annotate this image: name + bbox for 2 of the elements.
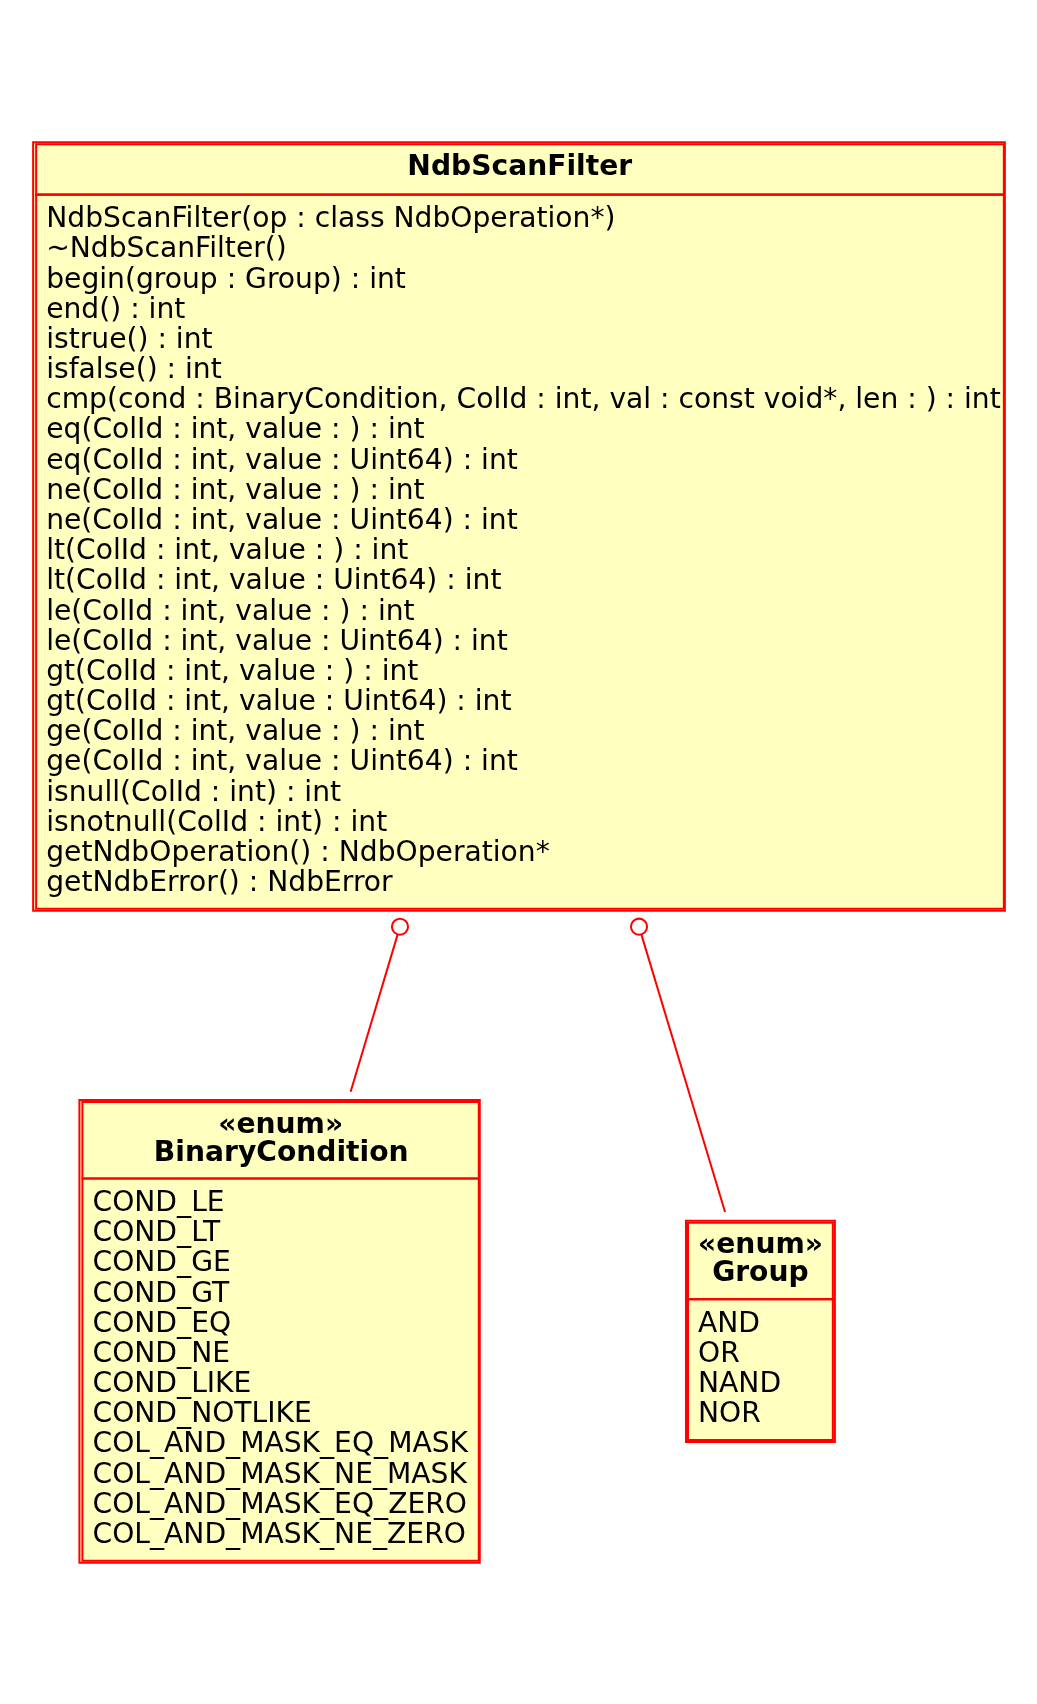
connector <box>629 917 726 1212</box>
connector <box>349 917 409 1092</box>
